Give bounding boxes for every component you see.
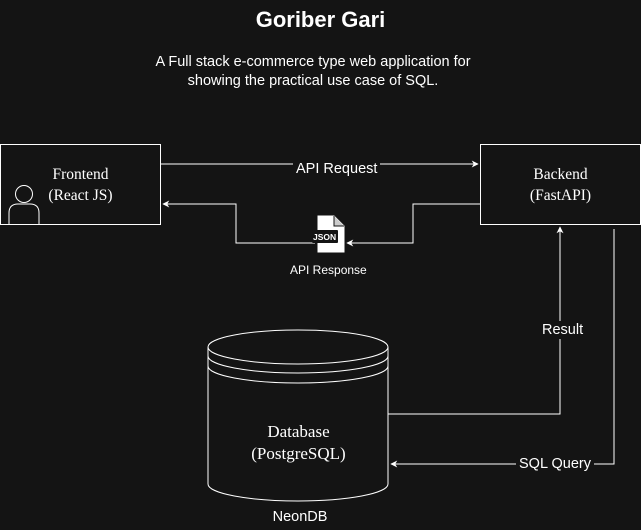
json-file-icon (312, 215, 345, 253)
database-name: Database (267, 422, 330, 441)
json-badge: JSON (313, 232, 337, 242)
frontend-name: Frontend (52, 166, 109, 183)
edge-json-to-frontend (162, 200, 315, 244)
database-label: Database (PostgreSQL) (208, 421, 389, 465)
result-label: Result (539, 321, 587, 339)
diagram-title: Goriber Gari (255, 7, 386, 32)
subtitle-line-2: showing the practical use case of SQL. (187, 73, 439, 89)
database-cylinder (207, 329, 389, 502)
backend-tech: (FastAPI) (529, 187, 592, 204)
subtitle-line-1: A Full stack e-commerce type web applica… (155, 54, 471, 70)
user-icon (8, 185, 40, 225)
backend-name: Backend (533, 166, 588, 183)
backend-node: Backend (FastAPI) (480, 144, 641, 225)
edge-result (388, 226, 564, 415)
sql-query-label: SQL Query (516, 455, 594, 473)
diagram-subtitle: A Full stack e-commerce type web applica… (120, 53, 506, 91)
frontend-label: Frontend (React JS) (1, 164, 160, 206)
edge-backend-to-json (346, 203, 480, 247)
frontend-node: Frontend (React JS) (0, 144, 161, 225)
database-caption: NeonDB (272, 509, 328, 525)
frontend-tech: (React JS) (48, 187, 113, 204)
api-response-label: API Response (290, 263, 367, 277)
database-tech: (PostgreSQL) (251, 444, 346, 463)
edge-sql-query (390, 229, 615, 468)
backend-label: Backend (FastAPI) (481, 164, 640, 206)
api-request-label: API Request (293, 160, 381, 178)
